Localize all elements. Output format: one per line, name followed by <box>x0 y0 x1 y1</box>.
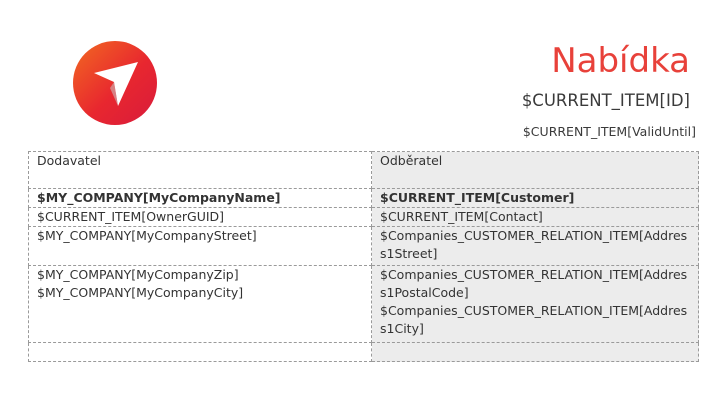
table-row: $MY_COMPANY[MyCompanyZip] $MY_COMPANY[My… <box>28 265 699 343</box>
customer-heading: Odběratel <box>371 151 699 189</box>
table-row: Dodavatel Odběratel <box>28 151 699 189</box>
customer-name: $CURRENT_ITEM[Customer] <box>371 188 699 208</box>
supplier-city: $MY_COMPANY[MyCompanyCity] <box>37 285 244 300</box>
document-id: $CURRENT_ITEM[ID] <box>521 91 690 110</box>
empty-cell <box>371 342 699 362</box>
empty-cell <box>28 342 372 362</box>
table-row <box>28 342 699 362</box>
customer-address-cell: $Companies_CUSTOMER_RELATION_ITEM[Addres… <box>371 265 699 343</box>
table-row: $MY_COMPANY[MyCompanyStreet] $Companies_… <box>28 226 699 266</box>
parties-table: Dodavatel Odběratel $MY_COMPANY[MyCompan… <box>28 151 699 362</box>
customer-city: $Companies_CUSTOMER_RELATION_ITEM[Addres… <box>380 303 688 336</box>
supplier-owner: $CURRENT_ITEM[OwnerGUID] <box>28 207 372 227</box>
customer-postal-code: $Companies_CUSTOMER_RELATION_ITEM[Addres… <box>380 267 688 300</box>
supplier-address-cell: $MY_COMPANY[MyCompanyZip] $MY_COMPANY[My… <box>28 265 372 343</box>
table-row: $CURRENT_ITEM[OwnerGUID] $CURRENT_ITEM[C… <box>28 207 699 227</box>
supplier-heading: Dodavatel <box>28 151 372 189</box>
supplier-zip: $MY_COMPANY[MyCompanyZip] <box>37 267 239 282</box>
valid-until: $CURRENT_ITEM[ValidUntil] <box>522 124 696 139</box>
customer-street: $Companies_CUSTOMER_RELATION_ITEM[Addres… <box>371 226 699 266</box>
customer-contact: $CURRENT_ITEM[Contact] <box>371 207 699 227</box>
company-logo-icon <box>73 41 157 125</box>
table-row: $MY_COMPANY[MyCompanyName] $CURRENT_ITEM… <box>28 188 699 208</box>
supplier-street: $MY_COMPANY[MyCompanyStreet] <box>28 226 372 266</box>
supplier-name: $MY_COMPANY[MyCompanyName] <box>28 188 372 208</box>
document-title: Nabídka <box>551 41 690 81</box>
